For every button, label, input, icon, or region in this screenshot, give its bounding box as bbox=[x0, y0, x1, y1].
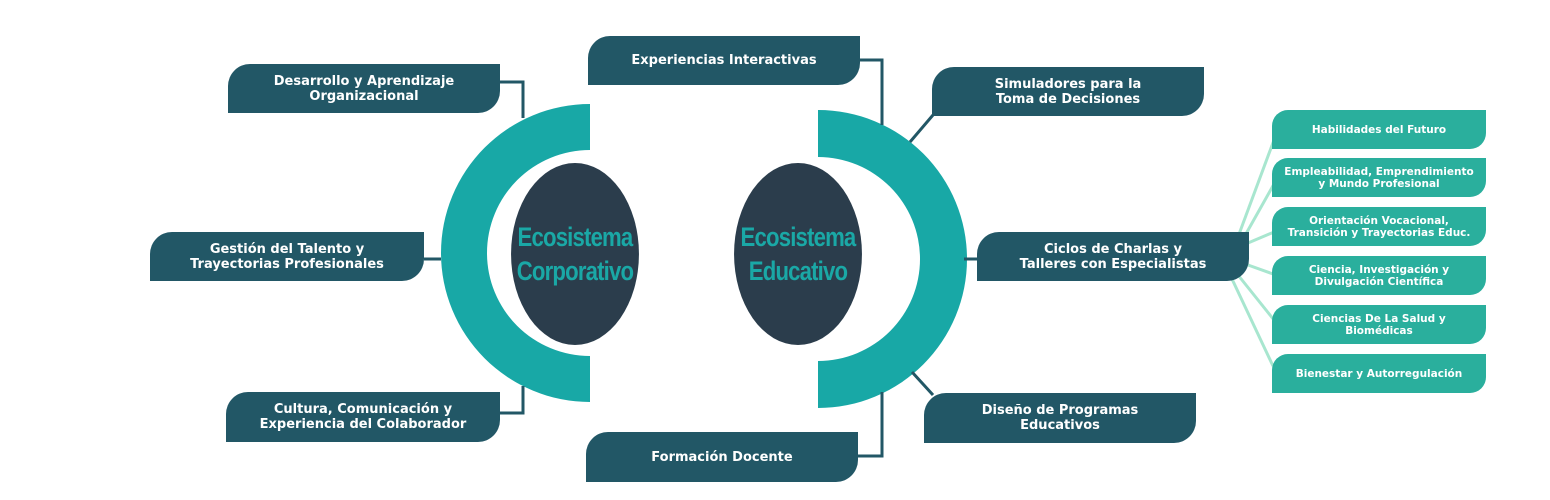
hub-corporativo[interactable]: Ecosistema Corporativo bbox=[511, 163, 639, 345]
connector-simuladores bbox=[908, 114, 935, 143]
connector-sub-3 bbox=[1247, 230, 1275, 245]
node-desarrollo-aprendizaje[interactable]: Desarrollo y Aprendizaje Organizacional bbox=[228, 64, 500, 113]
educativo-arc bbox=[818, 110, 967, 408]
subtopic-orientacion-vocacional[interactable]: Orientación Vocacional, Transición y Tra… bbox=[1272, 207, 1486, 246]
connector-sub-1 bbox=[1233, 139, 1276, 246]
subtopic-ciencias-salud[interactable]: Ciencias De La Salud y Biomédicas bbox=[1272, 305, 1486, 344]
connector-experiencias bbox=[858, 58, 884, 125]
connector-formacion bbox=[858, 392, 884, 458]
subtopic-ciencia-investigacion[interactable]: Ciencia, Investigación y Divulgación Cie… bbox=[1272, 256, 1486, 295]
corporativo-arc bbox=[441, 104, 590, 402]
node-ciclos-charlas[interactable]: Ciclos de Charlas y Talleres con Especia… bbox=[977, 232, 1249, 281]
subtopic-bienestar[interactable]: Bienestar y Autorregulación bbox=[1272, 354, 1486, 393]
subtopic-empleabilidad[interactable]: Empleabilidad, Emprendimiento y Mundo Pr… bbox=[1272, 158, 1486, 197]
connector-desarrollo bbox=[500, 80, 525, 118]
subtopic-connectors bbox=[1230, 139, 1276, 367]
connector-sub-6 bbox=[1230, 278, 1275, 367]
node-experiencias-interactivas[interactable]: Experiencias Interactivas bbox=[588, 36, 860, 85]
node-formacion-docente[interactable]: Formación Docente bbox=[586, 432, 858, 482]
connector-sub-4 bbox=[1247, 263, 1274, 276]
node-gestion-talento[interactable]: Gestión del Talento y Trayectorias Profe… bbox=[150, 232, 424, 281]
connector-sub-5 bbox=[1236, 274, 1276, 321]
hub-educativo[interactable]: Ecosistema Educativo bbox=[734, 163, 862, 345]
subtopic-habilidades-futuro[interactable]: Habilidades del Futuro bbox=[1272, 110, 1486, 149]
node-simuladores[interactable]: Simuladores para la Toma de Decisiones bbox=[932, 67, 1204, 116]
node-cultura-comunicacion[interactable]: Cultura, Comunicación y Experiencia del … bbox=[226, 392, 500, 442]
node-diseno-programas[interactable]: Diseño de Programas Educativos bbox=[924, 393, 1196, 443]
connector-cultura bbox=[500, 386, 525, 415]
connector-diseno bbox=[910, 370, 935, 397]
